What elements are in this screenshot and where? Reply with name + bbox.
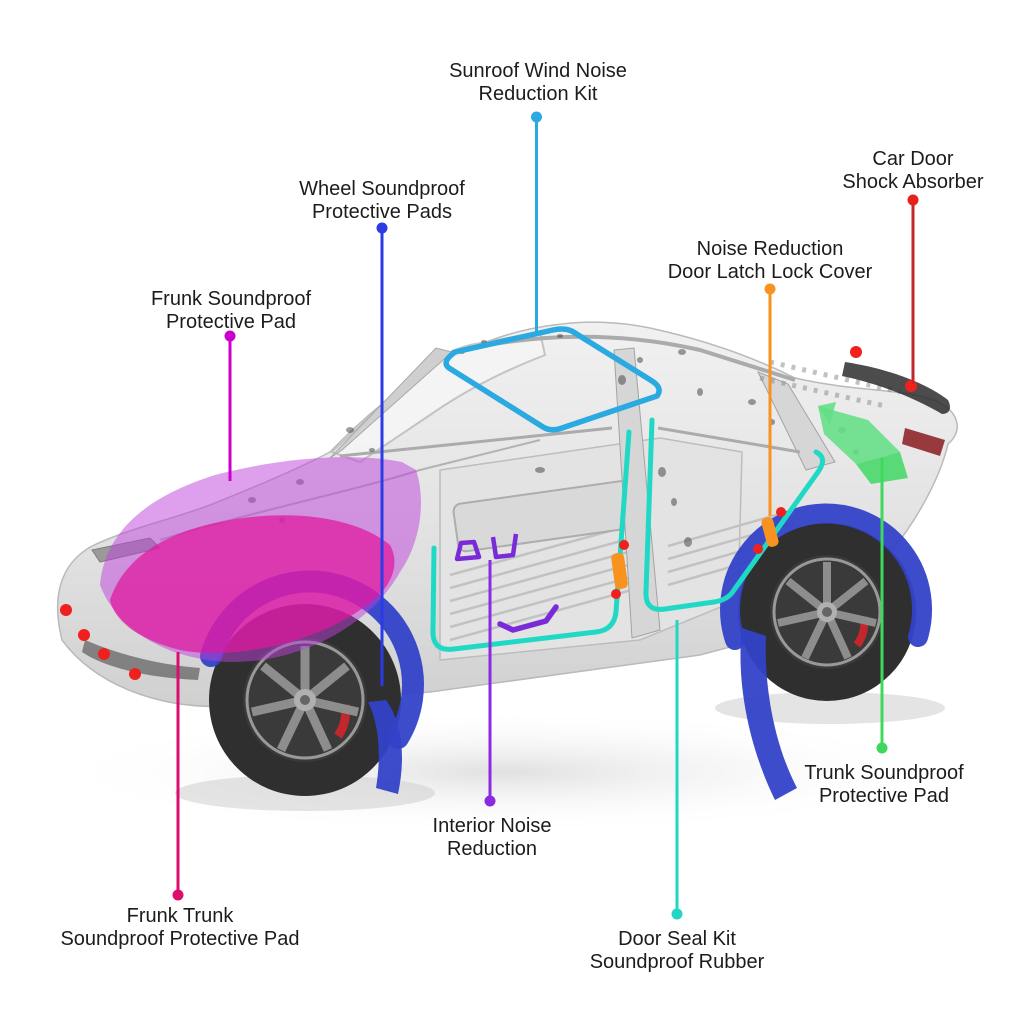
- label-line: Door Seal Kit: [618, 928, 736, 950]
- callout-dot-car-door: [907, 194, 919, 206]
- door-seal-front: [430, 429, 632, 652]
- callout-label-car-door: Car Door Shock Absorber: [793, 148, 1024, 194]
- callout-label-sunroof: Sunroof Wind Noise Reduction Kit: [398, 60, 678, 106]
- wheel-arch-liner-rear: [720, 503, 932, 800]
- label-line: Soundproof Rubber: [589, 951, 765, 973]
- sunroof-seal-outline: [443, 326, 662, 433]
- callout-dot-frunk-trunk: [172, 889, 184, 901]
- beltline: [339, 426, 801, 458]
- label-line: Reduction Kit: [478, 83, 598, 105]
- label-line: Protective Pad: [818, 785, 950, 807]
- rear-deck-vents: [759, 359, 901, 409]
- callout-label-door-seal: Door Seal Kit Soundproof Rubber: [557, 928, 797, 974]
- label-line: Interior Noise: [432, 815, 552, 837]
- callout-label-frunk: Frunk Soundproof Protective Pad: [111, 288, 351, 334]
- label-line: Frunk Soundproof: [150, 288, 312, 310]
- callout-dot-frunk: [224, 330, 236, 342]
- label-line: Trunk Soundproof: [804, 762, 964, 784]
- label-line: Shock Absorber: [842, 171, 984, 193]
- label-line: Protective Pad: [165, 311, 297, 333]
- interior-noise-glyphs: [454, 533, 559, 633]
- rear-wheel-shadow: [715, 692, 945, 724]
- label-line: Reduction: [446, 838, 538, 860]
- callout-dot-trunk: [876, 742, 888, 754]
- frunk-pad-overlay-inner: [110, 515, 395, 654]
- callout-label-interior: Interior Noise Reduction: [372, 815, 612, 861]
- spoiler-lip: [842, 362, 950, 414]
- callout-dot-interior: [484, 795, 496, 807]
- label-line: Soundproof Protective Pad: [60, 928, 300, 950]
- c-pillar: [756, 371, 836, 471]
- label-line: Car Door: [872, 148, 954, 170]
- callout-label-door-latch: Noise Reduction Door Latch Lock Cover: [640, 238, 900, 284]
- callout-label-wheel: Wheel Soundproof Protective Pads: [262, 178, 502, 224]
- label-line: Frunk Trunk: [126, 905, 234, 927]
- callout-dot-door-latch: [764, 283, 776, 295]
- front-intake: [82, 640, 200, 680]
- label-line: Protective Pads: [311, 201, 453, 223]
- label-line: Sunroof Wind Noise: [449, 60, 627, 82]
- label-line: Noise Reduction: [696, 238, 844, 260]
- callout-dot-wheel: [376, 222, 388, 234]
- callout-label-frunk-trunk: Frunk Trunk Soundproof Protective Pad: [30, 905, 330, 951]
- label-line: Door Latch Lock Cover: [667, 261, 873, 283]
- door-seal-rear: [643, 417, 825, 612]
- rear-wheel: [738, 523, 916, 701]
- callout-dots: [172, 111, 919, 920]
- label-line: Wheel Soundproof: [299, 178, 465, 200]
- tail-light: [902, 428, 945, 456]
- callout-lines: [176, 122, 915, 909]
- callout-dot-door-seal: [671, 908, 683, 920]
- shock-absorber-dots: [60, 346, 917, 680]
- callout-dot-sunroof: [531, 111, 542, 123]
- callout-label-trunk: Trunk Soundproof Protective Pad: [764, 762, 1004, 808]
- door-latch-covers: [611, 517, 779, 590]
